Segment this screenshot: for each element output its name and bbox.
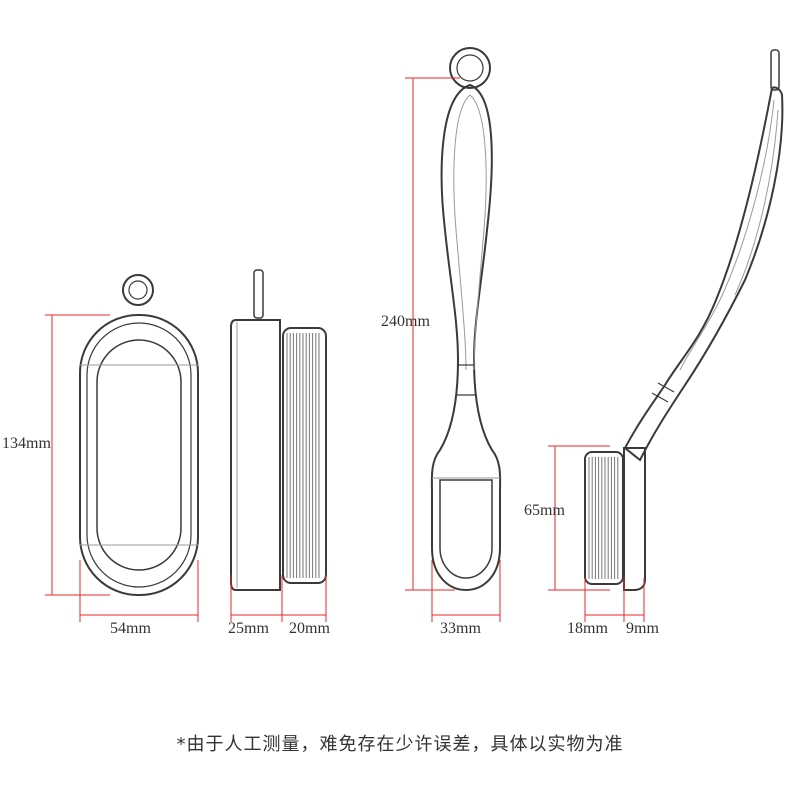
measurement-note: *由于人工测量，难免存在少许误差，具体以实物为准 [176, 734, 624, 755]
long-side-hanger-tab [770, 49, 780, 91]
long-side-body-label: 9mm [626, 620, 659, 637]
long-front-dimension-lines [405, 77, 501, 622]
side-dimension-lines [230, 575, 327, 622]
short-brush-side-view [230, 269, 327, 591]
brush-body-outline [79, 314, 199, 596]
front-dimension-lines [45, 314, 199, 622]
long-brush-head-panel [439, 479, 493, 579]
long-side-head-body [623, 447, 646, 591]
short-brush-front-view [79, 274, 199, 596]
long-side-bristle-head [584, 451, 624, 585]
side-bristle-head [282, 327, 327, 584]
long-handle-outline [430, 83, 502, 592]
side-bristle-width-label: 20mm [289, 620, 330, 637]
long-brush-side-view [584, 49, 784, 591]
long-side-bristle-lines [588, 457, 619, 579]
front-height-label: 134mm [2, 435, 51, 452]
long-side-bristle-label: 18mm [567, 620, 608, 637]
long-hanging-loop [449, 47, 491, 89]
side-body-outline [230, 319, 281, 591]
long-front-height-label: 240mm [381, 313, 430, 330]
brush-inner-panel [96, 339, 182, 571]
side-bristle-lines [286, 333, 320, 578]
long-front-width-label: 33mm [440, 620, 481, 637]
long-side-dimension-lines [548, 445, 645, 622]
hanging-loop [122, 274, 154, 306]
long-side-head-height-label: 65mm [524, 502, 565, 519]
side-body-width-label: 25mm [228, 620, 269, 637]
side-hanger-tab [253, 269, 264, 319]
front-width-label: 54mm [110, 620, 151, 637]
long-side-handle-outline [623, 86, 784, 462]
long-brush-front-view [430, 47, 502, 592]
